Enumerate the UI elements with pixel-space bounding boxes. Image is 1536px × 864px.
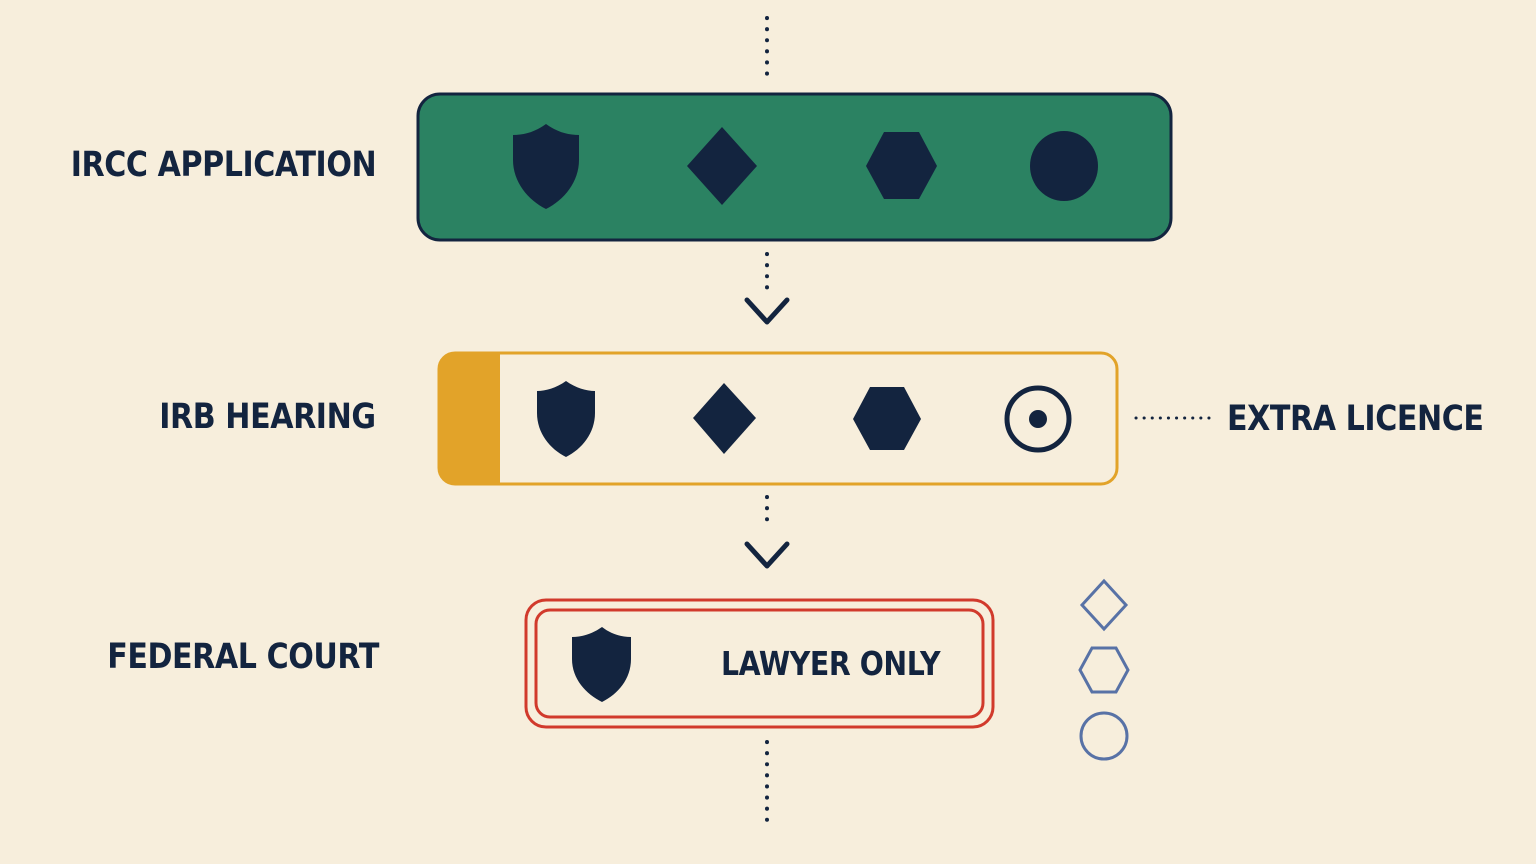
stage-label-irb: IRB HEARING	[159, 397, 377, 437]
shield-icon	[537, 381, 595, 457]
irb-accent-bar	[439, 353, 500, 484]
stage-label-ircc: IRCC APPLICATION	[70, 145, 376, 185]
shield-icon	[572, 627, 631, 702]
lawyer-only-label: LAWYER ONLY	[721, 644, 941, 683]
hexagon-icon	[866, 132, 937, 199]
diamond-icon	[693, 383, 756, 454]
stage-label-federal-court: FEDERAL COURT	[107, 637, 379, 677]
hexagon-icon	[853, 387, 921, 450]
circle-icon	[1030, 131, 1098, 201]
court-box-outer	[524, 598, 995, 729]
side-note-extra-licence: EXTRA LICENCE	[1227, 399, 1484, 439]
target-circle-icon	[1004, 385, 1072, 453]
chevron-down-icon	[744, 541, 790, 569]
court-box-inner	[534, 608, 985, 719]
circle-outline-icon	[1079, 711, 1129, 761]
chevron-down-icon	[744, 297, 790, 325]
shield-icon	[513, 124, 579, 209]
diamond-icon	[687, 127, 757, 205]
ircc-box	[416, 92, 1173, 242]
diamond-outline-icon	[1079, 578, 1129, 632]
hexagon-outline-icon	[1078, 646, 1130, 694]
